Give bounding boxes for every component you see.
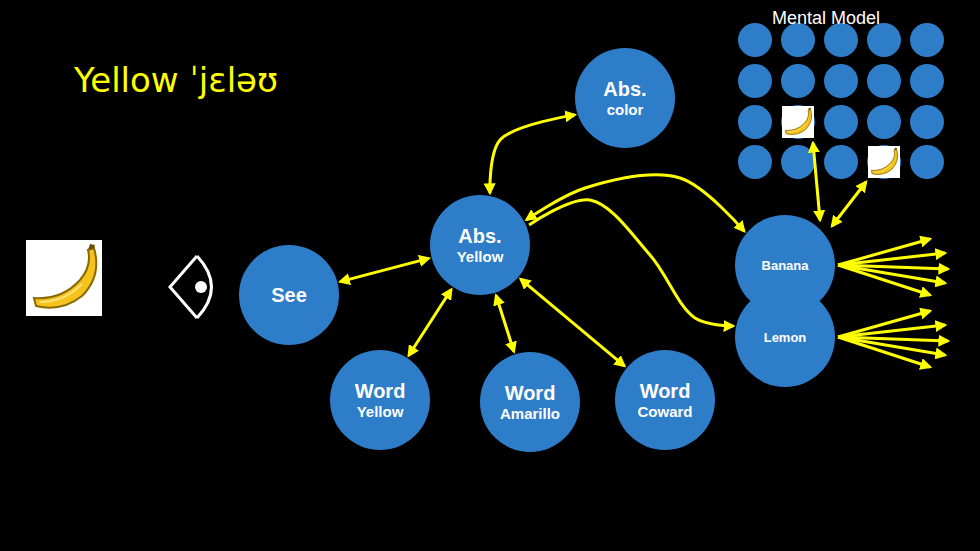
association-arrow [409, 290, 452, 356]
node-heading: Lemon [764, 330, 807, 345]
concept-circle: WordYellow [330, 350, 430, 450]
node-heading: Word [355, 380, 406, 403]
grid-arrows [813, 143, 866, 226]
circle-text: See [271, 284, 307, 307]
node-heading: Banana [762, 258, 809, 273]
grid-circle [824, 23, 858, 57]
fan-arrow [838, 265, 945, 283]
eye-symbol [170, 256, 212, 318]
grid-circle [781, 64, 815, 98]
grid-circle [781, 23, 815, 57]
circle-text: Abs.color [603, 78, 646, 119]
grid-circle [781, 105, 815, 139]
grid-circle [867, 145, 901, 179]
fan-arrows [838, 239, 948, 367]
mental-model-grid [738, 23, 944, 179]
concept-circle: Abs.color [575, 48, 675, 148]
circle-text: Abs.Yellow [457, 225, 504, 266]
node-heading: Word [640, 380, 691, 403]
panel-label: Mental Model [772, 8, 880, 29]
association-arrow [496, 296, 514, 352]
fan-arrow [838, 265, 930, 295]
banana-picture [26, 240, 102, 316]
concept-circle: WordAmarillo [480, 352, 580, 452]
node-heading: Abs. [458, 225, 501, 248]
circle-text: Banana [762, 258, 809, 273]
grid-circle [867, 105, 901, 139]
circle-text: Lemon [764, 330, 807, 345]
grid-circle [910, 105, 944, 139]
node-subtext: Yellow [457, 248, 504, 266]
concept-circle: Abs.Yellow [430, 195, 530, 295]
node-heading: Abs. [603, 78, 646, 101]
association-arrow [340, 258, 428, 281]
grid-circle [910, 64, 944, 98]
association-arrow [529, 200, 733, 326]
association-arrow [490, 115, 575, 193]
grid-circle [738, 64, 772, 98]
grid-circle [867, 23, 901, 57]
node-subtext: Yellow [357, 403, 404, 421]
grid-circle [824, 64, 858, 98]
node-heading: See [271, 284, 307, 307]
concept-circle: See [239, 245, 339, 345]
circle-text: WordAmarillo [500, 382, 560, 423]
node-subtext: Amarillo [500, 405, 560, 423]
grid-circle [738, 145, 772, 179]
fan-arrow [838, 337, 945, 355]
grid-circle [738, 105, 772, 139]
grid-circle [867, 64, 901, 98]
grid-circle [824, 145, 858, 179]
grid-circle [910, 145, 944, 179]
banana-thumb [868, 146, 900, 178]
concept-circle: Lemon [735, 287, 835, 387]
node-heading: Word [505, 382, 556, 405]
node-subtext: Coward [637, 403, 692, 421]
fan-arrow [838, 337, 930, 367]
grid-circle [910, 23, 944, 57]
circle-text: WordYellow [355, 380, 406, 421]
association-arrow [527, 175, 745, 231]
banana-thumb [782, 106, 814, 138]
grid-circle [781, 145, 815, 179]
title: Yellow ˈjɛləʊ [74, 60, 278, 100]
grid-circle [738, 23, 772, 57]
circle-text: WordCoward [637, 380, 692, 421]
node-subtext: color [607, 101, 644, 119]
concept-circle: WordCoward [615, 350, 715, 450]
fan-arrow [838, 325, 945, 337]
grid-circle [824, 105, 858, 139]
fan-arrow [838, 253, 945, 265]
